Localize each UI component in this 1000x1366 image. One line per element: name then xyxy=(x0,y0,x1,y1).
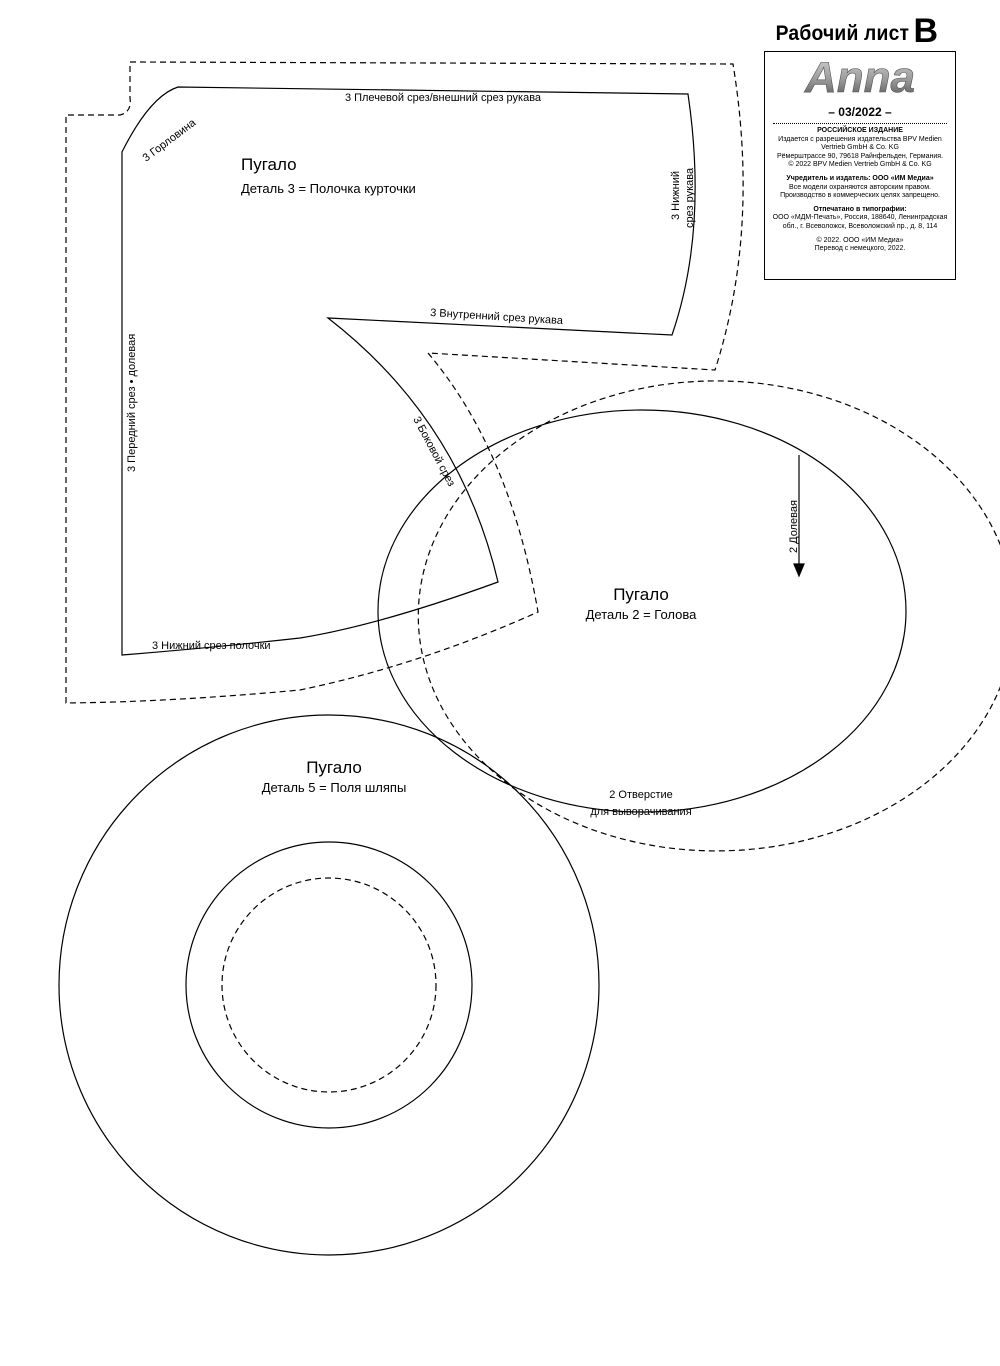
brim-title: Пугало xyxy=(306,758,362,777)
issue-number: – 03/2022 – xyxy=(828,105,892,119)
printer-line: обл., г. Всеволожск, Всеволожский пр., д… xyxy=(782,222,938,230)
label-front: 3 Передний срез • долевая xyxy=(126,334,138,472)
jacket-cut-line xyxy=(121,86,696,656)
printed-heading: Отпечатано в типографии: xyxy=(813,205,907,213)
brim-inner-cut-line xyxy=(185,841,473,1129)
label-side: 3 Боковой срез xyxy=(410,415,457,489)
jacket-seam-allowance xyxy=(65,61,744,704)
brim-inner-seam-line xyxy=(221,877,437,1093)
founder: Учредитель и издатель: ООО «ИМ Медиа» xyxy=(786,174,934,182)
label-grain: 2 Долевая xyxy=(788,500,800,553)
label-hem: 3 Нижний срез полочки xyxy=(152,640,271,652)
sheet-label: Рабочий лист xyxy=(775,22,910,45)
printer-line: ООО «МДМ-Печать», Россия, 188640, Ленинг… xyxy=(772,214,948,222)
svg-text:Anna: Anna xyxy=(804,54,915,98)
brim-outer-cut-line xyxy=(58,714,600,1256)
head-seam-allowance xyxy=(417,380,1000,852)
edition: РОССИЙСКОЕ ИЗДАНИЕ xyxy=(817,127,903,134)
label-neckline: 3 Горловина xyxy=(141,116,199,164)
label-shoulder: 3 Плечевой срез/внешний срез рукава xyxy=(345,92,542,104)
license-line: Vertrieb GmbH & Co. KG xyxy=(821,144,899,152)
label-sleeve-bottom: срез рукава xyxy=(684,167,696,228)
jacket-detail: Деталь 3 = Полочка курточки xyxy=(241,181,416,196)
label-opening: 2 Отверстие xyxy=(609,789,673,801)
head-detail: Деталь 2 = Голова xyxy=(586,607,697,622)
rights-line: Производство в коммерческих целях запрещ… xyxy=(780,192,940,200)
rights-line: Все модели охраняются авторским правом. xyxy=(789,183,931,191)
dotted-divider xyxy=(773,123,947,124)
copyright-line: © 2022. ООО «ИМ Медиа» xyxy=(816,236,904,244)
copyright-line: Перевод с немецкого, 2022. xyxy=(814,245,906,253)
anna-logo: Anna xyxy=(804,53,916,103)
sheet-title: Рабочий лист B xyxy=(764,12,938,50)
license-line: Рёмерштрассе 90, 79618 Райнфельден, Герм… xyxy=(776,152,943,160)
license-line: © 2022 BPV Medien Vertrieb GmbH & Co. KG xyxy=(788,161,932,169)
brim-detail: Деталь 5 = Поля шляпы xyxy=(262,780,407,795)
grain-arrow-icon xyxy=(793,563,805,578)
label-opening: для выворачивания xyxy=(590,806,691,818)
head-cut-line xyxy=(377,409,907,813)
license-line: Издается с разрешения издательства BPV M… xyxy=(778,135,942,143)
imprint-box: Anna – 03/2022 – РОССИЙСКОЕ ИЗДАНИЕ Изда… xyxy=(764,51,956,280)
sheet-letter: B xyxy=(913,12,938,50)
head-title: Пугало xyxy=(613,585,669,604)
jacket-title: Пугало xyxy=(241,155,297,174)
label-sleeve-bottom: 3 Нижний xyxy=(670,171,682,220)
